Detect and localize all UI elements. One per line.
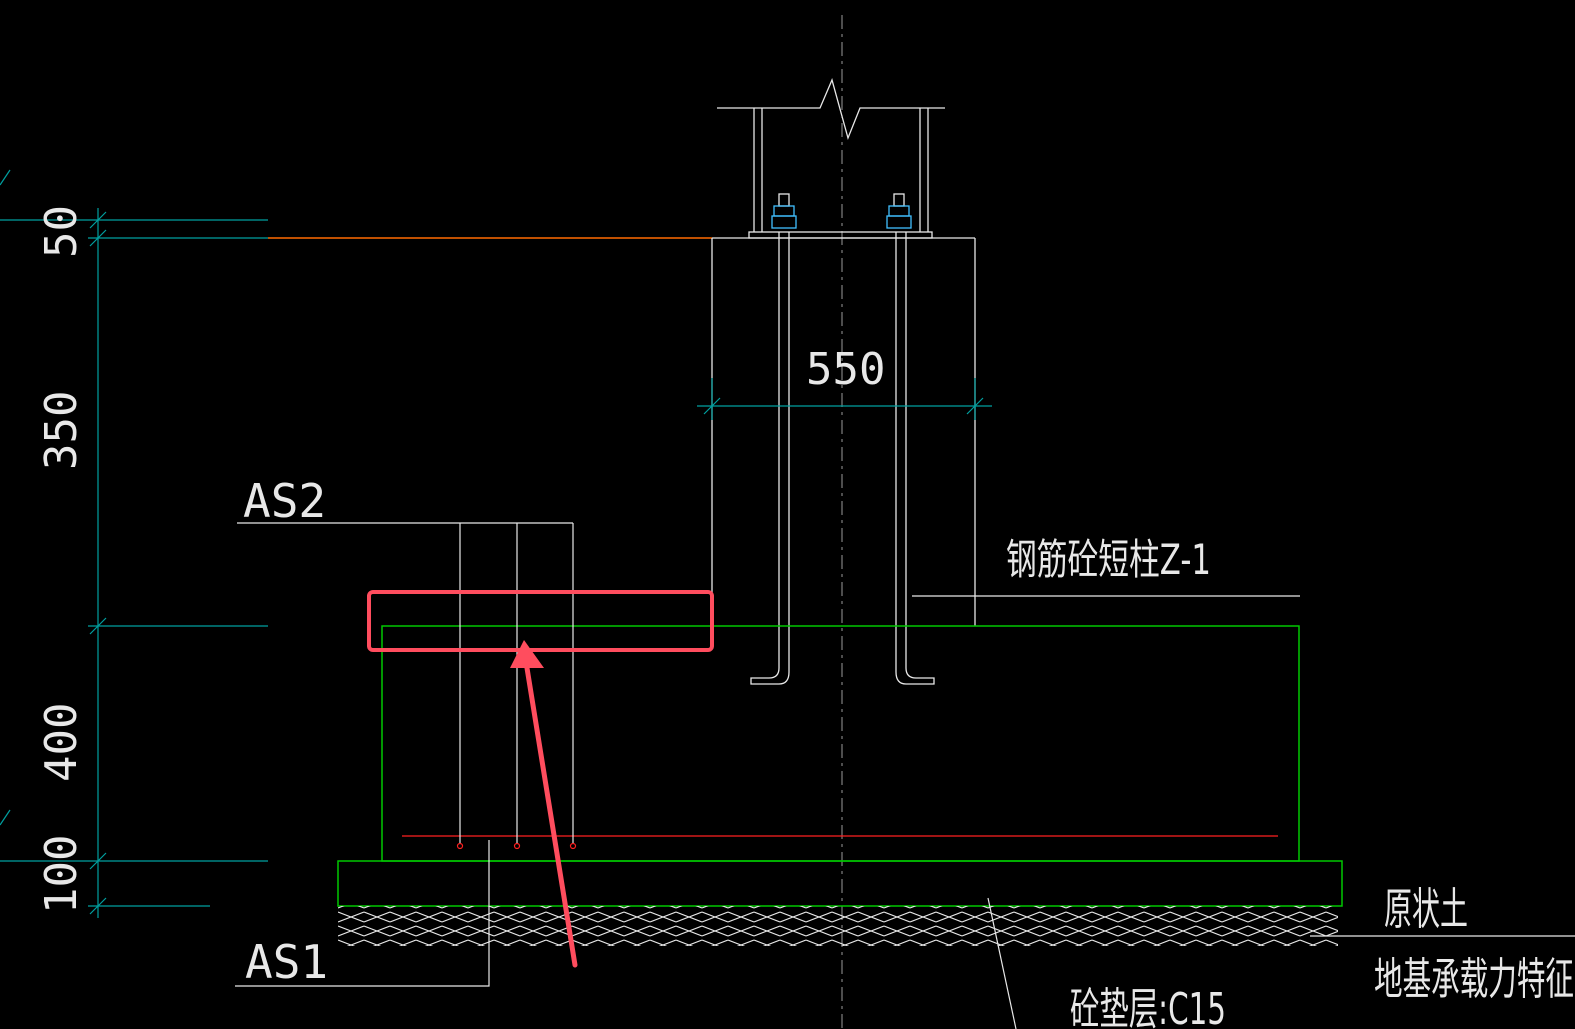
label-bearing: 地基承载力特征 (1374, 954, 1574, 1005)
dim-50: 50 (36, 205, 87, 258)
rebar-dots (456, 842, 577, 850)
label-cushion: 砼垫层:C15 (1070, 984, 1226, 1029)
dim-100: 100 (36, 835, 87, 914)
label-column: 钢筋砼短柱Z-1 (1006, 535, 1211, 584)
as1-leader (235, 840, 490, 987)
anchor-bolt-left (750, 193, 797, 685)
steel-column (717, 78, 945, 239)
short-column-outline (711, 237, 976, 626)
highlight-arrow (510, 640, 578, 968)
as2-leader (237, 522, 574, 843)
dim-400: 400 (36, 703, 87, 782)
dim-550: 550 (806, 344, 885, 395)
label-as1: AS1 (245, 935, 328, 989)
label-as2: AS2 (243, 474, 326, 528)
highlight-box (367, 590, 714, 652)
dimension-550 (697, 378, 992, 420)
anchor-bolt-right (886, 193, 935, 685)
label-soil: 原状土 (1384, 884, 1468, 935)
dim-350: 350 (36, 391, 87, 470)
cushion-leader (987, 897, 1017, 1029)
vertical-dimension-chain (0, 169, 268, 918)
soil-hatch (338, 906, 1338, 946)
